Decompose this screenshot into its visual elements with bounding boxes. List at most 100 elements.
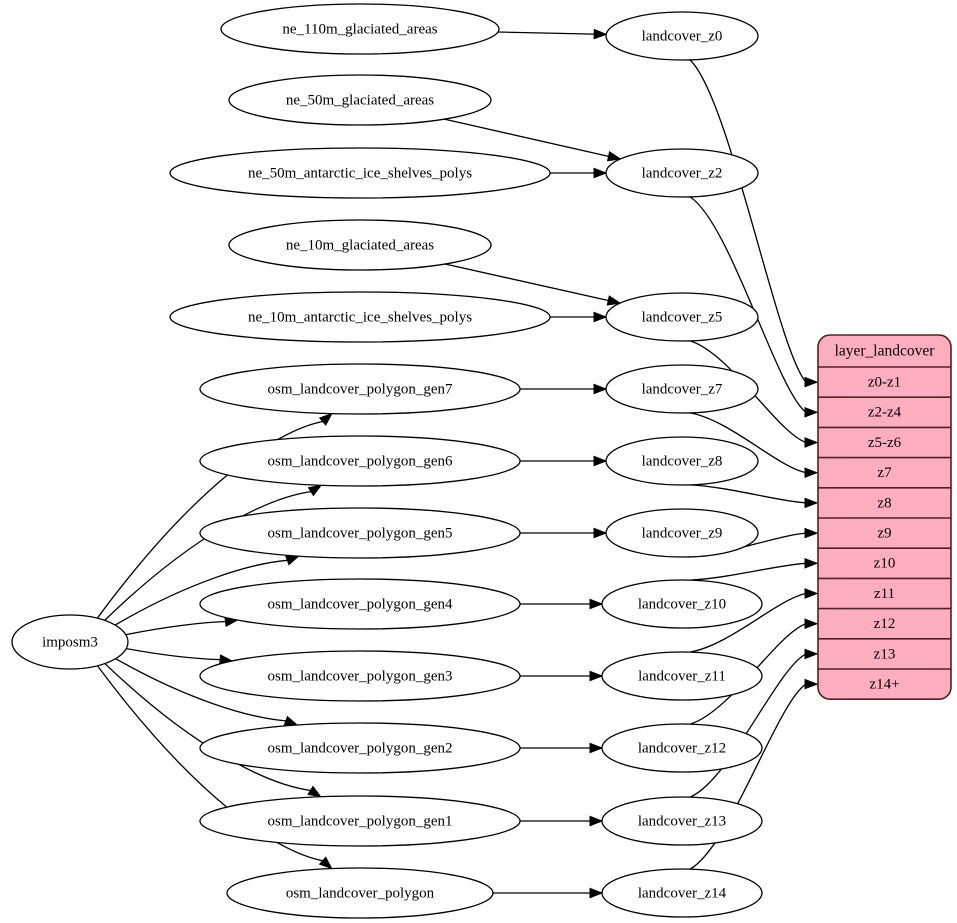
node-ne_50m_glaciated_areas[interactable]: ne_50m_glaciated_areas	[228, 74, 492, 126]
node-label-ne_110m_glaciated_areas: ne_110m_glaciated_areas	[282, 21, 437, 37]
node-osm_landcover_polygon_gen3[interactable]: osm_landcover_polygon_gen3	[199, 650, 521, 702]
layer-landcover-table[interactable]: layer_landcover z0-z1 z2-z4 z5-z6 z7 z8 z9 z10 z…	[817, 334, 952, 701]
node-shape	[601, 868, 763, 918]
node-ne_110m_glaciated_areas[interactable]: ne_110m_glaciated_areas	[220, 3, 500, 55]
edge-ne_10m_glaciated_areas-to-landcover_z5	[444, 263, 609, 302]
edge-arrowhead	[285, 555, 300, 566]
edge-arrowhead	[589, 815, 604, 827]
node-label-ne_10m_glaciated_areas: ne_10m_glaciated_areas	[286, 237, 434, 253]
edge-arrowhead	[804, 648, 819, 660]
node-landcover_z9[interactable]: landcover_z9	[605, 508, 759, 558]
node-landcover_z7[interactable]: landcover_z7	[605, 364, 759, 414]
node-label-imposm3: imposm3	[42, 634, 98, 650]
edge-arrowhead	[593, 311, 608, 323]
node-shape	[199, 650, 521, 702]
node-label-landcover_z12: landcover_z12	[638, 740, 726, 756]
node-shape	[605, 148, 759, 198]
node-landcover_z5[interactable]: landcover_z5	[605, 292, 759, 342]
edge-arrowhead	[804, 467, 819, 479]
node-shape	[199, 795, 521, 847]
layer-table-row-z0-z1[interactable]: z0-z1	[868, 375, 901, 391]
node-osm_landcover_polygon_gen1[interactable]: osm_landcover_polygon_gen1	[199, 795, 521, 847]
node-landcover_z11[interactable]: landcover_z11	[601, 651, 763, 701]
node-imposm3[interactable]: imposm3	[11, 614, 129, 670]
edge-arrowhead	[307, 785, 322, 798]
node-label-landcover_z9: landcover_z9	[642, 525, 723, 541]
layer-table-row-z7[interactable]: z7	[877, 465, 892, 481]
node-label-ne_10m_antarctic_ice_shelves_polys: ne_10m_antarctic_ice_shelves_polys	[248, 309, 472, 325]
node-label-ne_50m_glaciated_areas: ne_50m_glaciated_areas	[286, 92, 434, 108]
node-label-landcover_z10: landcover_z10	[638, 596, 726, 612]
layer-table-row-z14+[interactable]: z14+	[869, 677, 899, 693]
edge-arrowhead	[804, 497, 819, 509]
node-osm_landcover_polygon_gen4[interactable]: osm_landcover_polygon_gen4	[199, 578, 521, 630]
node-label-osm_landcover_polygon_gen4: osm_landcover_polygon_gen4	[268, 596, 453, 612]
layer-table-row-z13[interactable]: z13	[874, 646, 896, 662]
node-label-osm_landcover_polygon_gen2: osm_landcover_polygon_gen2	[268, 740, 453, 756]
node-label-ne_50m_antarctic_ice_shelves_polys: ne_50m_antarctic_ice_shelves_polys	[248, 165, 472, 181]
edge-arrowhead	[589, 887, 604, 899]
layer-table-row-z9[interactable]: z9	[877, 526, 891, 542]
node-landcover_z8[interactable]: landcover_z8	[605, 436, 759, 486]
node-landcover_z0[interactable]: landcover_z0	[605, 11, 759, 61]
layer-table-row-z12[interactable]: z12	[874, 616, 896, 632]
edge-imposm3-to-osm_landcover_polygon_gen2	[115, 658, 286, 722]
edge-arrowhead	[593, 455, 608, 467]
node-ne_10m_glaciated_areas[interactable]: ne_10m_glaciated_areas	[228, 219, 492, 271]
edge-landcover_z8-to-layer_landcover	[690, 484, 807, 504]
node-ne_50m_antarctic_ice_shelves_polys[interactable]: ne_50m_antarctic_ice_shelves_polys	[169, 147, 551, 199]
node-landcover_z12[interactable]: landcover_z12	[601, 723, 763, 773]
edge-ne_50m_glaciated_areas-to-landcover_z2	[444, 118, 609, 157]
edge-arrowhead	[283, 715, 299, 726]
edge-arrowhead	[804, 437, 819, 448]
node-label-landcover_z5: landcover_z5	[642, 309, 723, 325]
edge-landcover_z7-to-layer_landcover	[689, 412, 807, 474]
edge-imposm3-to-osm_landcover_polygon_gen5	[114, 559, 288, 626]
node-label-osm_landcover_polygon_gen7: osm_landcover_polygon_gen7	[268, 381, 453, 397]
node-shape	[199, 507, 521, 559]
edge-arrowhead	[804, 588, 819, 599]
node-osm_landcover_polygon_gen5[interactable]: osm_landcover_polygon_gen5	[199, 507, 521, 559]
node-label-osm_landcover_polygon_gen6: osm_landcover_polygon_gen6	[268, 453, 453, 469]
node-osm_landcover_polygon_gen2[interactable]: osm_landcover_polygon_gen2	[199, 722, 521, 774]
node-shape	[601, 579, 763, 629]
layer-table-row-z8[interactable]: z8	[877, 495, 891, 511]
node-label-landcover_z13: landcover_z13	[638, 813, 726, 829]
node-shape	[601, 723, 763, 773]
layer-table-row-z11[interactable]: z11	[874, 586, 895, 602]
edge-landcover_z13-to-layer_landcover	[689, 653, 807, 798]
node-shape	[199, 435, 521, 487]
node-label-landcover_z0: landcover_z0	[642, 28, 723, 44]
node-shape	[605, 292, 759, 342]
edge-arrowhead	[593, 167, 608, 179]
node-label-landcover_z8: landcover_z8	[642, 453, 723, 469]
node-osm_landcover_polygon_gen6[interactable]: osm_landcover_polygon_gen6	[199, 435, 521, 487]
node-osm_landcover_polygon_gen7[interactable]: osm_landcover_polygon_gen7	[199, 363, 521, 415]
edge-arrowhead	[606, 295, 622, 306]
layer-table-row-z5-z6[interactable]: z5-z6	[868, 435, 902, 451]
node-shape	[601, 651, 763, 701]
node-landcover_z14[interactable]: landcover_z14	[601, 868, 763, 918]
node-landcover_z13[interactable]: landcover_z13	[601, 796, 763, 846]
edge-arrowhead	[606, 151, 622, 162]
node-shape	[169, 291, 551, 343]
node-ne_10m_antarctic_ice_shelves_polys[interactable]: ne_10m_antarctic_ice_shelves_polys	[169, 291, 551, 343]
node-osm_landcover_polygon[interactable]: osm_landcover_polygon	[226, 867, 494, 919]
node-landcover_z2[interactable]: landcover_z2	[605, 148, 759, 198]
layer-table-row-z10[interactable]: z10	[874, 556, 896, 572]
layer-table-row-z2-z4[interactable]: z2-z4	[868, 405, 902, 421]
node-shape	[605, 436, 759, 486]
node-shape	[605, 508, 759, 558]
node-shape	[226, 867, 494, 919]
layer-table-header-label: layer_landcover	[835, 343, 936, 360]
edge-arrowhead	[804, 376, 819, 388]
node-landcover_z10[interactable]: landcover_z10	[601, 579, 763, 629]
edges-layer	[96, 28, 819, 899]
edge-arrowhead	[593, 527, 608, 539]
edge-arrowhead	[589, 742, 604, 754]
edge-arrowhead	[318, 856, 333, 870]
edge-arrowhead	[804, 557, 819, 569]
edge-arrowhead	[589, 670, 604, 682]
layer-table-group[interactable]: layer_landcover z0-z1 z2-z4 z5-z6 z7 z8 z9 z10 z…	[817, 334, 952, 701]
